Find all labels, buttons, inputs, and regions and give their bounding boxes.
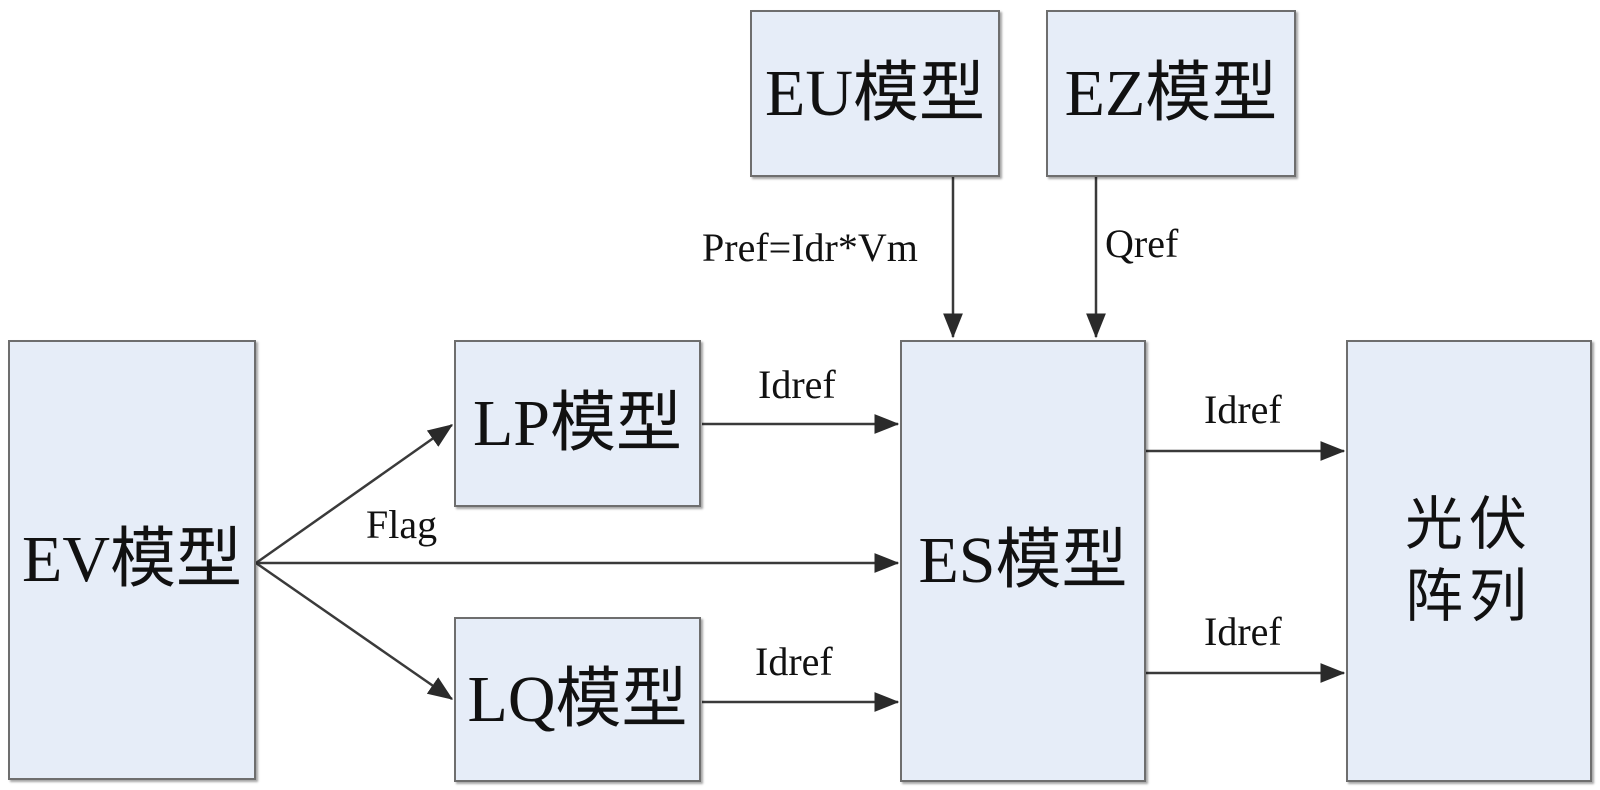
ev-model-box: EV模型 — [8, 340, 256, 780]
pv-array-box: 光伏 阵列 — [1346, 340, 1592, 782]
es-model-box: ES模型 — [900, 340, 1146, 782]
lq-to-es-label: Idref — [755, 639, 833, 684]
pref-label: Pref=Idr*Vm — [702, 225, 918, 270]
lp-model-box: LP模型 — [454, 340, 701, 507]
ez-model-label: EZ模型 — [1064, 56, 1278, 130]
lp-to-es-label: Idref — [758, 362, 836, 407]
lq-model-label: LQ模型 — [467, 662, 688, 736]
lp-model-label: LP模型 — [472, 386, 683, 460]
arrow-ev-to-lp — [255, 423, 454, 565]
eu-model-box: EU模型 — [750, 10, 1000, 177]
arrow-ev-to-lq — [255, 561, 454, 701]
pv-array-label-line-1: 光伏 — [1404, 491, 1533, 557]
es-to-pv-bottom-label: Idref — [1204, 609, 1282, 654]
eu-model-label: EU模型 — [765, 56, 985, 130]
lq-model-box: LQ模型 — [454, 617, 701, 782]
ez-model-box: EZ模型 — [1046, 10, 1296, 177]
es-model-label: ES模型 — [918, 524, 1128, 597]
qref-label: Qref — [1105, 221, 1179, 266]
pv-array-label-line-2: 阵列 — [1404, 564, 1533, 629]
ev-model-label: EV模型 — [22, 523, 242, 596]
es-to-pv-top-label: Idref — [1204, 387, 1282, 432]
flag-label: Flag — [366, 502, 438, 547]
pv-array-label: 光伏 阵列 — [1405, 489, 1533, 634]
